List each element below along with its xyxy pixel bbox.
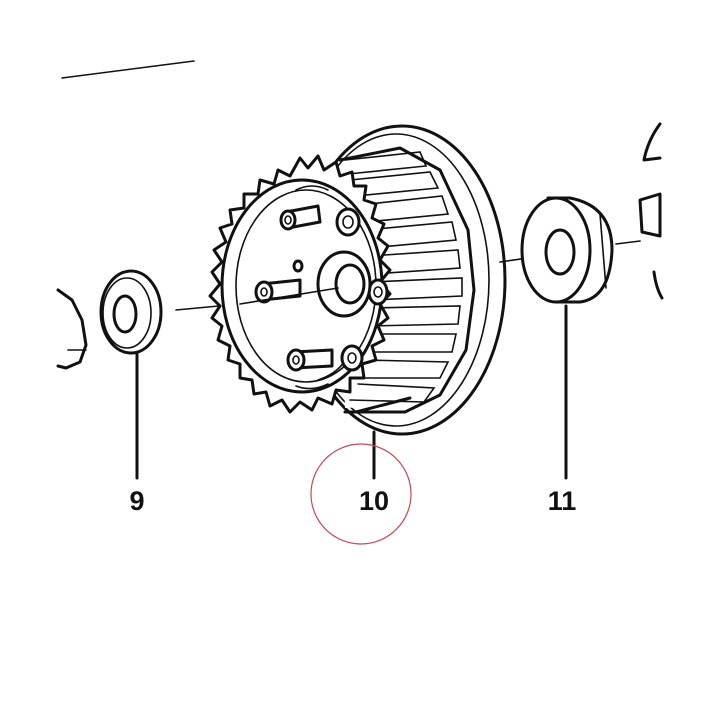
part-label-11: 11 bbox=[548, 486, 577, 516]
hub-studs bbox=[254, 204, 389, 372]
part-label-10: 10 bbox=[359, 486, 389, 516]
hub-center-boss bbox=[239, 250, 372, 318]
axis-line-right bbox=[615, 240, 641, 245]
washer-part-9[interactable] bbox=[99, 269, 163, 355]
right-partial-component bbox=[638, 122, 664, 300]
washer-part-11[interactable] bbox=[520, 196, 614, 304]
part-label-9: 9 bbox=[129, 486, 144, 516]
clutch-hub-part-10[interactable] bbox=[208, 124, 507, 436]
reference-line bbox=[61, 60, 195, 79]
left-partial-component bbox=[56, 288, 88, 370]
highlight-circle bbox=[310, 443, 412, 545]
